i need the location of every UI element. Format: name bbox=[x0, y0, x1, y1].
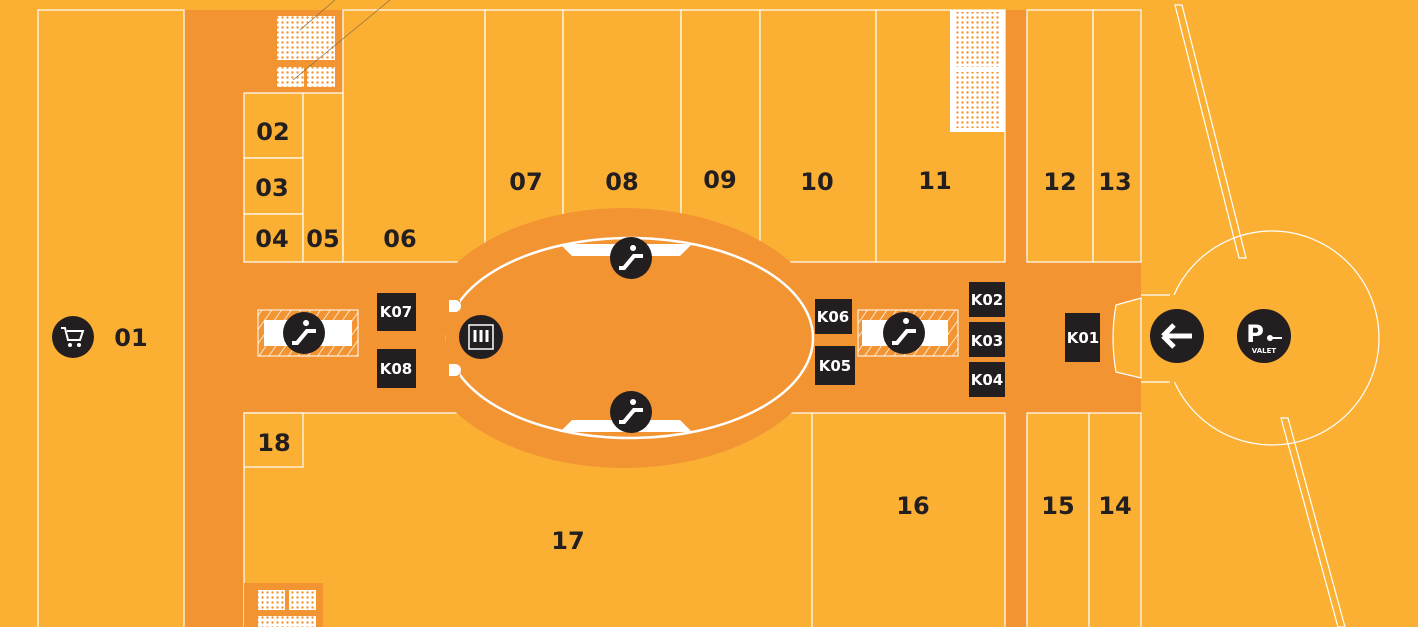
vent-grate bbox=[277, 67, 304, 87]
store-12[interactable] bbox=[1026, 9, 1094, 263]
vent-grate bbox=[289, 590, 316, 610]
kiosk-label: K06 bbox=[817, 308, 850, 326]
kiosk-label: K01 bbox=[1067, 329, 1100, 347]
kiosk-k01[interactable]: K01 bbox=[1065, 313, 1100, 362]
store-label-17: 17 bbox=[551, 527, 584, 555]
store-label-08: 08 bbox=[605, 168, 638, 196]
svg-text:P: P bbox=[1246, 320, 1264, 348]
vent-grate bbox=[277, 16, 335, 60]
store-label-13: 13 bbox=[1098, 168, 1131, 196]
valet-label: VALET bbox=[1252, 347, 1277, 355]
vent-grate bbox=[258, 590, 285, 610]
elevator-icon[interactable] bbox=[459, 315, 503, 359]
store-18[interactable] bbox=[243, 412, 304, 468]
vent-grate bbox=[955, 72, 1000, 128]
store-14[interactable] bbox=[1088, 412, 1142, 627]
escalator-icon[interactable] bbox=[883, 312, 925, 354]
store-label-02: 02 bbox=[256, 118, 289, 146]
entrance-door[interactable] bbox=[1112, 297, 1142, 379]
store-label-05: 05 bbox=[306, 225, 339, 253]
kiosk-label: K05 bbox=[819, 357, 852, 375]
valet-parking-icon[interactable]: P VALET bbox=[1237, 309, 1291, 363]
store-06[interactable] bbox=[342, 9, 486, 263]
road-divider bbox=[1174, 4, 1247, 259]
vent-grate bbox=[955, 12, 1000, 67]
store-01[interactable] bbox=[37, 9, 185, 627]
store-labels: 01 02 03 04 05 06 07 08 09 10 11 12 13 1… bbox=[114, 118, 1131, 555]
leader-line bbox=[292, 0, 391, 81]
kiosk-k06[interactable]: K06 bbox=[815, 299, 852, 334]
store-label-01: 01 bbox=[114, 324, 147, 352]
store-10[interactable] bbox=[759, 9, 877, 263]
kiosk-k04[interactable]: K04 bbox=[969, 362, 1005, 397]
elevator-shaft bbox=[446, 300, 460, 376]
elevator-door bbox=[449, 300, 461, 376]
store-label-07: 07 bbox=[509, 168, 542, 196]
store-16[interactable] bbox=[811, 412, 1006, 627]
corridor-east bbox=[1005, 10, 1027, 627]
escalator-icon[interactable] bbox=[610, 237, 652, 279]
arrow-left-icon[interactable] bbox=[1150, 309, 1204, 363]
store-04[interactable] bbox=[243, 213, 304, 263]
store-label-04: 04 bbox=[255, 225, 288, 253]
store-label-14: 14 bbox=[1098, 492, 1131, 520]
kiosk-k05[interactable]: K05 bbox=[815, 346, 855, 385]
store-07[interactable] bbox=[484, 9, 564, 263]
kiosk-label: K03 bbox=[971, 332, 1004, 350]
central-atrium bbox=[419, 208, 829, 468]
kiosk-label: K02 bbox=[971, 291, 1004, 309]
kiosk-label: K04 bbox=[971, 371, 1004, 389]
store-label-10: 10 bbox=[800, 168, 833, 196]
store-label-06: 06 bbox=[383, 225, 416, 253]
vent-grate bbox=[307, 67, 335, 87]
escalator-icon[interactable] bbox=[283, 312, 325, 354]
cart-icon[interactable] bbox=[52, 316, 94, 358]
kiosk-k08[interactable]: K08 bbox=[377, 349, 416, 388]
leader-line bbox=[299, 0, 336, 31]
escalator-icon[interactable] bbox=[610, 391, 652, 433]
store-label-03: 03 bbox=[255, 174, 288, 202]
store-label-16: 16 bbox=[896, 492, 929, 520]
store-label-11: 11 bbox=[918, 167, 951, 195]
kiosk-k07[interactable]: K07 bbox=[377, 293, 416, 331]
kiosk-k03[interactable]: K03 bbox=[969, 322, 1005, 357]
kiosk-label: K07 bbox=[380, 303, 413, 321]
vent-grate bbox=[258, 616, 316, 627]
store-label-15: 15 bbox=[1041, 492, 1074, 520]
kiosk-k02[interactable]: K02 bbox=[969, 282, 1005, 317]
store-label-09: 09 bbox=[703, 166, 736, 194]
store-13[interactable] bbox=[1092, 9, 1142, 263]
road-divider bbox=[1280, 417, 1346, 627]
store-label-18: 18 bbox=[257, 429, 290, 457]
store-15[interactable] bbox=[1026, 412, 1090, 627]
kiosk-label: K08 bbox=[380, 360, 413, 378]
store-label-12: 12 bbox=[1043, 168, 1076, 196]
